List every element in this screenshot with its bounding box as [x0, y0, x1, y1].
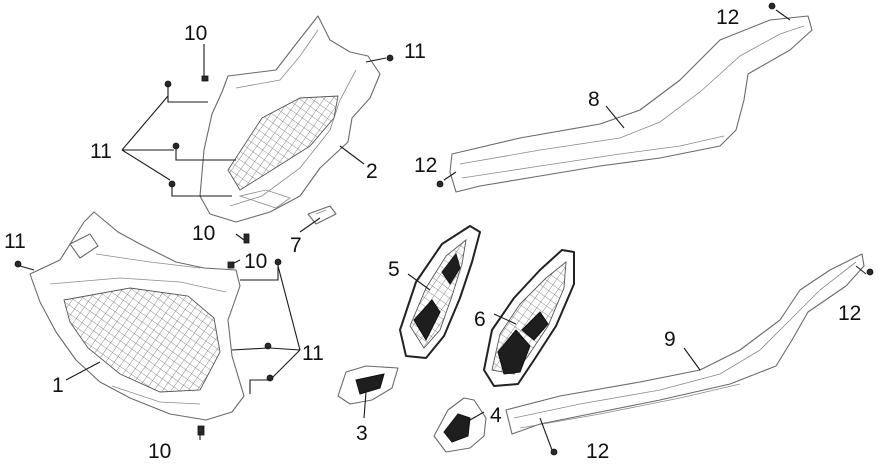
callout-10-mid: 10: [192, 222, 215, 245]
callout-8: 8: [588, 88, 600, 111]
callout-5: 5: [388, 258, 400, 281]
clip-icon: [197, 425, 205, 436]
clip-icon: [243, 233, 250, 244]
screw-icon: [768, 2, 776, 10]
fasteners: [14, 2, 874, 456]
screw-icon: [264, 342, 272, 350]
screw-icon: [866, 268, 874, 276]
clip-icon: [201, 75, 209, 82]
callout-1: 1: [52, 374, 64, 397]
callout-9: 9: [664, 328, 676, 351]
callout-12-left: 12: [414, 154, 437, 177]
callout-12-bottom: 12: [586, 440, 609, 463]
part-3-vent-cover[interactable]: [337, 365, 399, 405]
part-1-lower-side-panel[interactable]: [29, 211, 245, 421]
screw-icon: [14, 260, 22, 268]
callout-labels: 1 2 3 4 5 6 7 8 9 10 10 10 10 11 11 11 1…: [4, 6, 861, 463]
callout-10-right: 10: [244, 250, 267, 273]
part-4-vent-cover[interactable]: [433, 397, 487, 453]
part-7-clip[interactable]: [307, 205, 337, 225]
callout-4: 4: [490, 404, 502, 427]
part-5-mesh-grille[interactable]: [399, 225, 481, 359]
callout-11-left-upper: 11: [90, 140, 112, 163]
part-8-upper-side-trim[interactable]: [449, 15, 813, 193]
callout-7: 7: [290, 234, 302, 257]
screw-icon: [436, 180, 444, 188]
clip-icon: [227, 261, 235, 269]
callout-10-bottom: 10: [148, 440, 171, 463]
callout-12-right: 12: [838, 302, 861, 325]
part-9-lower-side-trim[interactable]: [505, 253, 865, 435]
callout-6: 6: [474, 308, 486, 331]
part-6-mesh-grille[interactable]: [483, 249, 575, 387]
callout-10-top: 10: [184, 22, 207, 45]
callout-11-top-right: 11: [404, 40, 426, 63]
screw-icon: [386, 54, 394, 62]
callout-11-right-lower: 11: [302, 342, 324, 365]
callout-11-left-lower: 11: [4, 230, 26, 253]
callout-3: 3: [356, 422, 368, 445]
leader-lines: [19, 9, 867, 451]
screw-icon: [550, 448, 558, 456]
callout-12-top: 12: [716, 6, 739, 29]
callout-2: 2: [366, 160, 378, 183]
part-2-upper-side-panel[interactable]: [199, 15, 381, 223]
